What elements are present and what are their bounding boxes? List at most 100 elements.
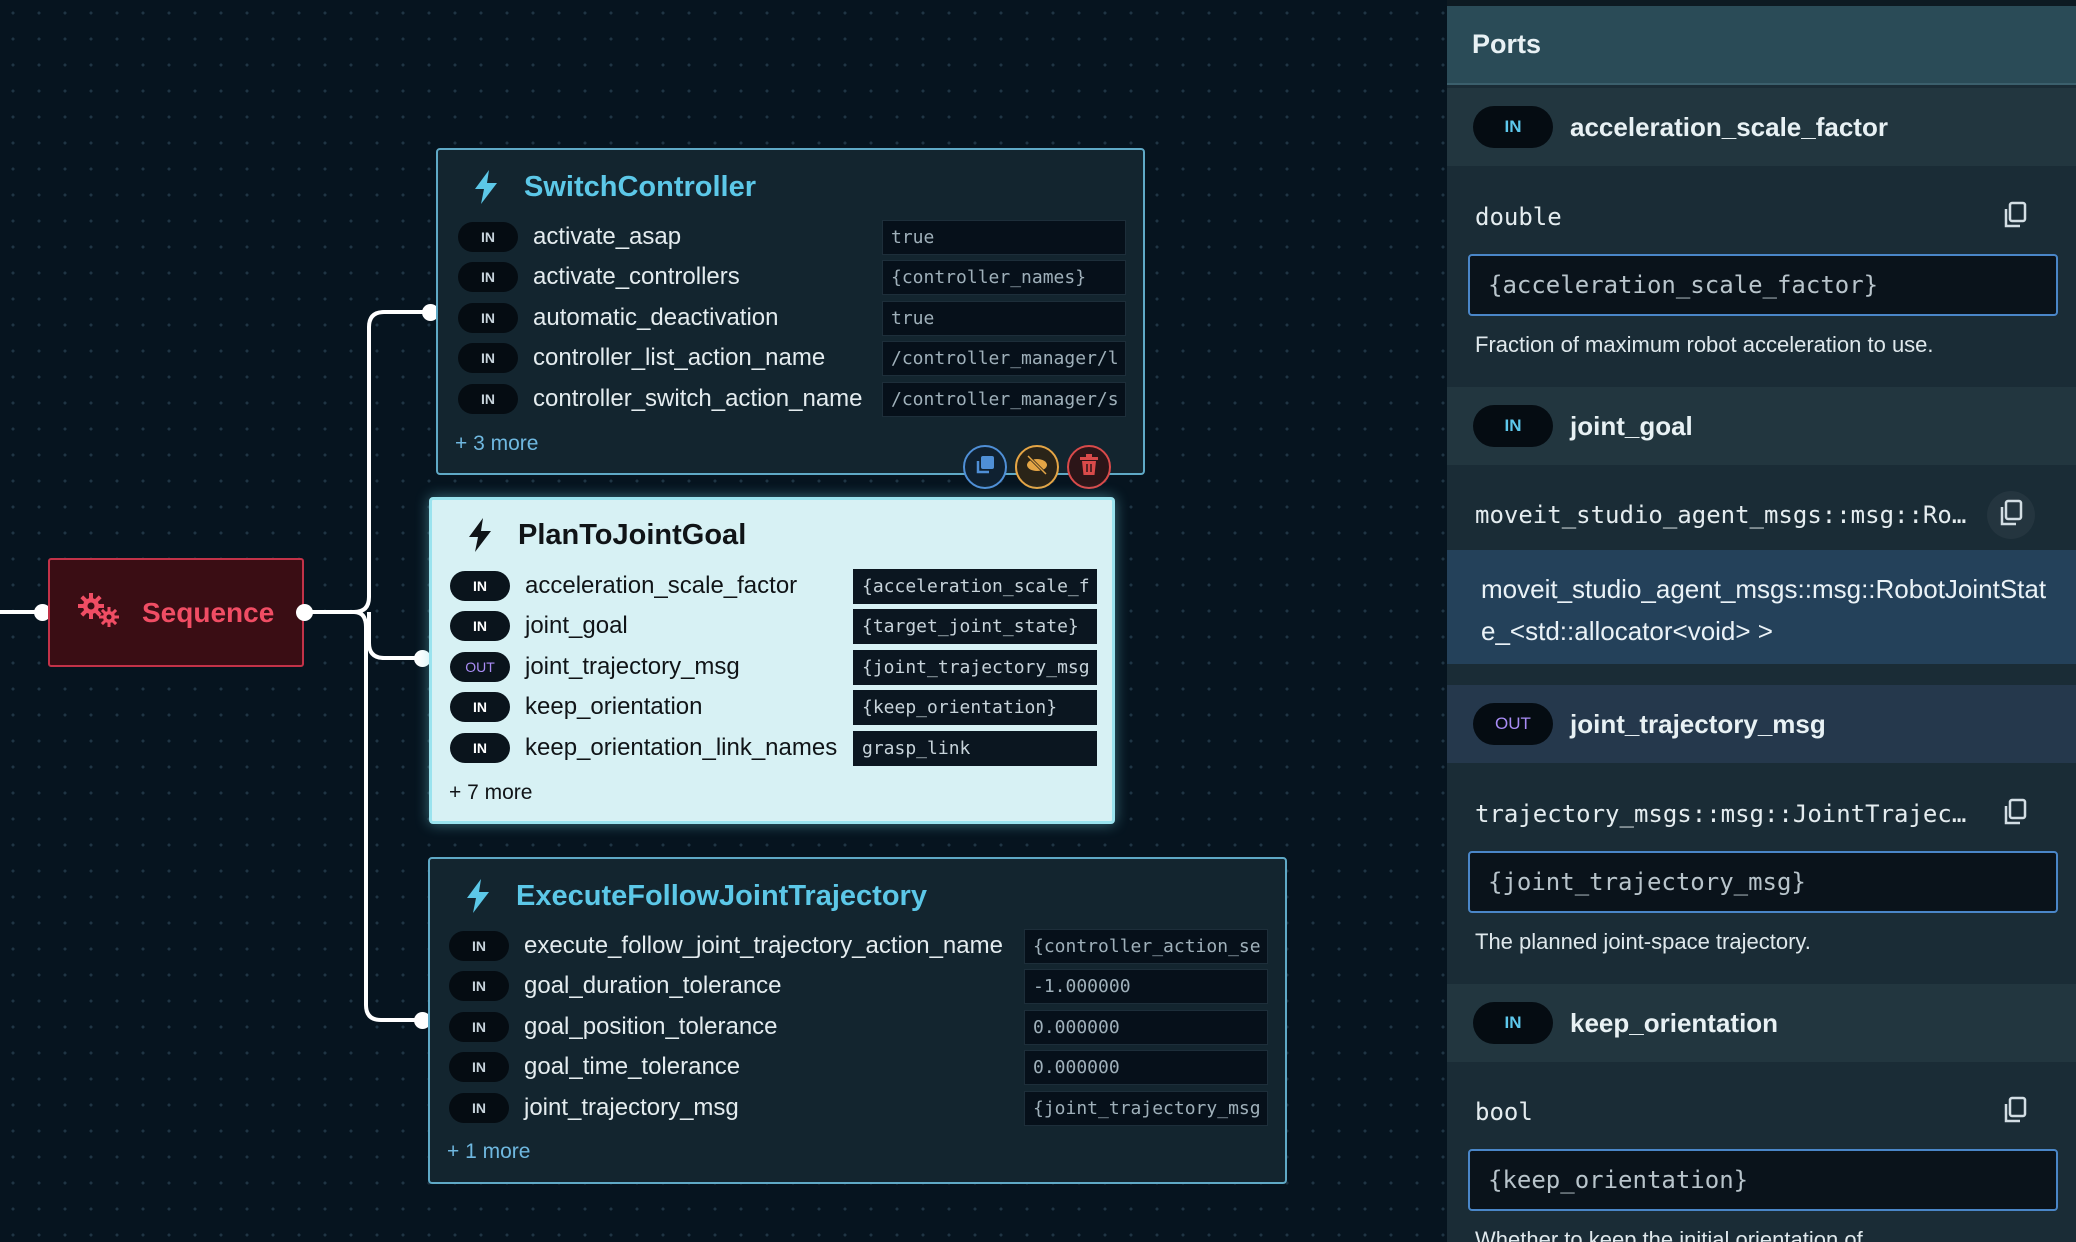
port-value-display[interactable]: moveit_studio_agent_msgs::msg::RobotJoin… [1447, 550, 2076, 664]
port-direction-badge: IN [458, 384, 518, 414]
port-direction-badge: IN [458, 222, 518, 252]
port-name: joint_trajectory_msg [525, 653, 740, 680]
port-row[interactable]: IN automatic_deactivation [458, 301, 778, 335]
sequence-output-handle[interactable] [296, 604, 313, 621]
port-type-row: trajectory_msgs::msg::JointTrajecto… [1475, 794, 2035, 834]
lightning-icon [460, 515, 500, 555]
more-ports-link[interactable]: + 3 more [455, 432, 539, 455]
port-row[interactable]: IN keep_orientation_link_names [450, 731, 837, 765]
port-value-field[interactable]: {keep_orientation} [853, 690, 1097, 725]
copy-button[interactable] [1995, 794, 2035, 834]
plantojointgoal-input-handle[interactable] [414, 650, 431, 667]
port-row[interactable]: IN joint_goal [450, 609, 628, 643]
duplicate-node-button[interactable] [963, 445, 1007, 489]
sequence-node[interactable]: Sequence [48, 558, 304, 667]
port-name: keep_orientation_link_names [525, 734, 838, 761]
disable-node-button[interactable] [1015, 445, 1059, 489]
node-title: SwitchController [524, 170, 757, 203]
port-row[interactable]: IN activate_asap [458, 220, 681, 254]
sequence-input-handle[interactable] [34, 604, 51, 621]
port-name: goal_position_tolerance [524, 1013, 778, 1040]
port-row[interactable]: IN controller_list_action_name [458, 341, 825, 375]
port-direction-badge: IN [449, 971, 509, 1001]
port-row[interactable]: IN goal_position_tolerance [449, 1010, 778, 1044]
port-value-field[interactable]: true [882, 301, 1126, 336]
ports-panel: Ports IN acceleration_scale_factor doubl… [1447, 0, 2076, 1242]
port-type-row: moveit_studio_agent_msgs::msg::Robo… [1475, 491, 2035, 539]
port-name: acceleration_scale_factor [1570, 111, 1888, 142]
executefollow-input-handle[interactable] [414, 1012, 431, 1029]
delete-node-button[interactable] [1067, 445, 1111, 489]
port-value-field[interactable]: 0.000000 [1024, 1010, 1268, 1045]
port-name: goal_time_tolerance [524, 1053, 741, 1080]
port-direction-badge: IN [449, 1093, 509, 1123]
duplicate-icon [974, 454, 996, 481]
port-value-field[interactable]: {joint_trajectory_msg [1024, 1091, 1268, 1126]
port-direction-badge: IN [449, 931, 509, 961]
port-value-field[interactable]: grasp_link [853, 731, 1097, 766]
port-row[interactable]: IN joint_trajectory_msg [449, 1091, 739, 1125]
port-value-input[interactable]: {keep_orientation} [1468, 1149, 2058, 1211]
port-row[interactable]: IN goal_duration_tolerance [449, 969, 782, 1003]
port-value-field[interactable]: true [882, 220, 1126, 255]
port-name: joint_trajectory_msg [524, 1094, 739, 1121]
port-row[interactable]: IN controller_switch_action_name [458, 382, 863, 416]
copy-icon [2002, 798, 2028, 831]
port-direction-badge: OUT [450, 652, 510, 682]
port-name: activate_asap [533, 223, 682, 250]
port-header[interactable]: OUT joint_trajectory_msg [1447, 685, 2076, 763]
port-name: activate_controllers [533, 263, 740, 290]
port-direction-badge: IN [458, 262, 518, 292]
port-direction-badge: IN [458, 343, 518, 373]
port-row[interactable]: IN execute_follow_joint_trajectory_actio… [449, 929, 1003, 963]
port-row[interactable]: IN keep_orientation [450, 690, 702, 724]
more-ports-link[interactable]: + 1 more [447, 1140, 531, 1163]
port-value-input[interactable]: {joint_trajectory_msg} [1468, 851, 2058, 913]
copy-button[interactable] [1995, 197, 2035, 237]
port-row[interactable]: IN goal_time_tolerance [449, 1050, 740, 1084]
port-value-input[interactable]: {acceleration_scale_factor} [1468, 254, 2058, 316]
panel-title: Ports [1472, 29, 1542, 59]
port-name: automatic_deactivation [533, 304, 779, 331]
port-value-field[interactable]: 0.000000 [1024, 1050, 1268, 1085]
plantojointgoal-node[interactable]: PlanToJointGoal IN acceleration_scale_fa… [429, 497, 1115, 824]
switchcontroller-node[interactable]: SwitchController IN activate_asap true I… [436, 148, 1145, 475]
port-direction-badge: IN [1473, 405, 1553, 447]
switchcontroller-input-handle[interactable] [422, 304, 439, 321]
copy-button[interactable] [1995, 1092, 2035, 1132]
port-type: bool [1475, 1098, 1533, 1126]
port-value-field[interactable]: {joint_trajectory_msg [853, 650, 1097, 685]
more-ports-link[interactable]: + 7 more [449, 781, 533, 804]
port-direction-badge: IN [450, 692, 510, 722]
copy-button[interactable] [1987, 491, 2035, 539]
edge-sequence-plantojointgoal [367, 612, 422, 660]
port-direction-badge: IN [450, 733, 510, 763]
port-header[interactable]: IN joint_goal [1447, 387, 2076, 465]
port-value-field[interactable]: {target_joint_state} [853, 609, 1097, 644]
port-header[interactable]: IN keep_orientation [1447, 984, 2076, 1062]
edge-sequence-executefollow [353, 610, 422, 1022]
port-type-row: double [1475, 197, 2035, 237]
port-value-field[interactable]: {acceleration_scale_f [853, 569, 1097, 604]
port-row[interactable]: IN activate_controllers [458, 260, 740, 294]
port-direction-badge: IN [449, 1012, 509, 1042]
copy-icon [2002, 1096, 2028, 1129]
port-description: Fraction of maximum robot acceleration t… [1475, 332, 1934, 357]
port-description: Whether to keep the initial orientation … [1475, 1227, 1863, 1242]
port-value-field[interactable]: /controller_manager/l [882, 341, 1126, 376]
port-value-field[interactable]: -1.000000 [1024, 969, 1268, 1004]
port-name: joint_goal [1570, 410, 1693, 441]
port-value-field[interactable]: /controller_manager/s [882, 382, 1126, 417]
gears-icon [78, 593, 120, 632]
port-row[interactable]: IN acceleration_scale_factor [450, 569, 797, 603]
port-name: keep_orientation [525, 693, 703, 720]
port-row[interactable]: OUT joint_trajectory_msg [450, 650, 740, 684]
port-name: keep_orientation [1570, 1007, 1779, 1038]
port-value-field[interactable]: {controller_action_se [1024, 929, 1268, 964]
port-type-row: bool [1475, 1092, 2035, 1132]
port-header[interactable]: IN acceleration_scale_factor [1447, 88, 2076, 166]
executefollowjointtrajectory-node[interactable]: ExecuteFollowJointTrajectory IN execute_… [428, 857, 1287, 1184]
port-direction-badge: IN [449, 1052, 509, 1082]
port-value-field[interactable]: {controller_names} [882, 260, 1126, 295]
port-type: double [1475, 203, 1562, 231]
